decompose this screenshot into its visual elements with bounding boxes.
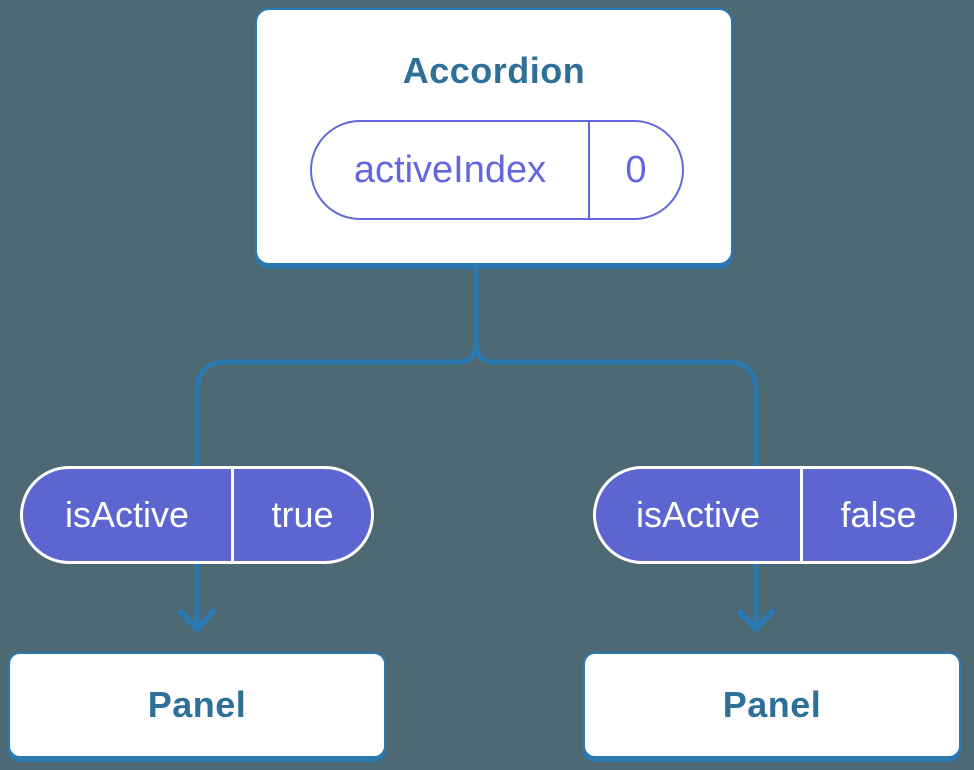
state-name: isActive <box>635 494 761 535</box>
prop-value: 0 <box>625 148 647 191</box>
arrowhead-right-icon <box>737 609 775 632</box>
connector-right-branch <box>473 342 759 628</box>
is-active-true-state-pill: isActive true <box>20 466 374 564</box>
active-index-prop-pill: activeIndex 0 <box>310 120 684 220</box>
panel-component-card-right: Panel <box>583 652 961 758</box>
state-value: false <box>840 494 917 535</box>
pill-divider <box>231 469 234 561</box>
panel-component-card-left: Panel <box>8 652 386 758</box>
pill-divider <box>588 122 590 218</box>
arrowhead-left-icon <box>178 609 216 632</box>
accordion-component-card: Accordion activeIndex 0 <box>255 8 733 265</box>
state-name: isActive <box>64 494 190 535</box>
component-title: Panel <box>147 684 247 725</box>
state-value: true <box>271 494 334 535</box>
pill-divider <box>800 469 803 561</box>
component-title: Panel <box>722 684 822 725</box>
connector-left-branch <box>194 342 479 628</box>
component-title: Accordion <box>402 50 586 91</box>
is-active-false-state-pill: isActive false <box>593 466 957 564</box>
prop-name: activeIndex <box>353 148 547 191</box>
